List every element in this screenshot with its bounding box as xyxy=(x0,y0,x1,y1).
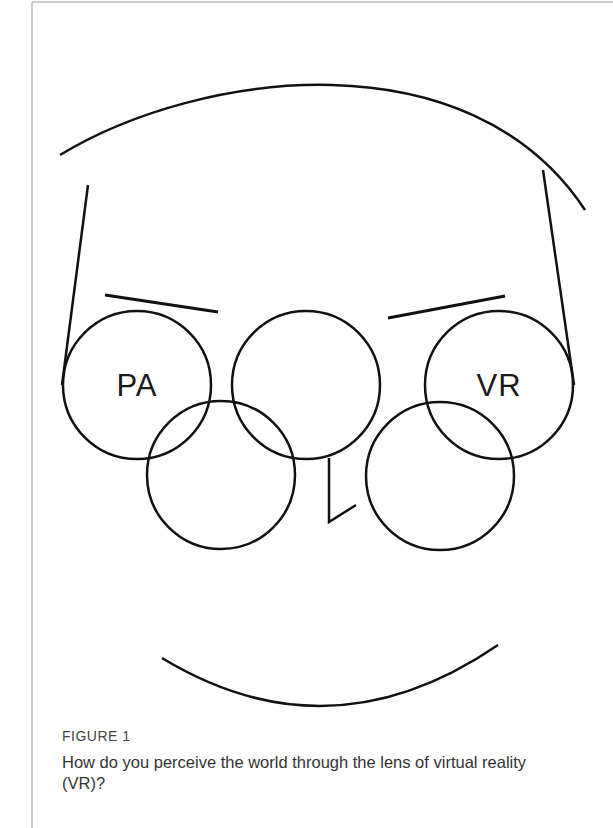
lens-label: VR xyxy=(476,370,521,401)
figure-caption: How do you perceive the world through th… xyxy=(62,752,532,795)
lens-label: PA xyxy=(116,370,157,401)
glasses-ring xyxy=(147,401,295,549)
eyebrow xyxy=(388,296,505,318)
nose xyxy=(329,458,356,522)
head-arc xyxy=(60,85,585,210)
lens-circle: VR xyxy=(424,310,574,460)
face-side xyxy=(62,185,88,385)
glasses-ring xyxy=(232,311,380,459)
mouth xyxy=(162,645,498,706)
frame-line xyxy=(32,1,613,3)
eyebrow xyxy=(105,295,218,312)
lens-ring xyxy=(425,311,573,459)
figure-number: FIGURE 1 xyxy=(62,728,131,744)
glasses-ring xyxy=(366,402,514,550)
lens-circle: PA xyxy=(62,310,212,460)
frame-line xyxy=(31,2,33,828)
lens-ring xyxy=(63,311,211,459)
face-side xyxy=(543,170,574,385)
